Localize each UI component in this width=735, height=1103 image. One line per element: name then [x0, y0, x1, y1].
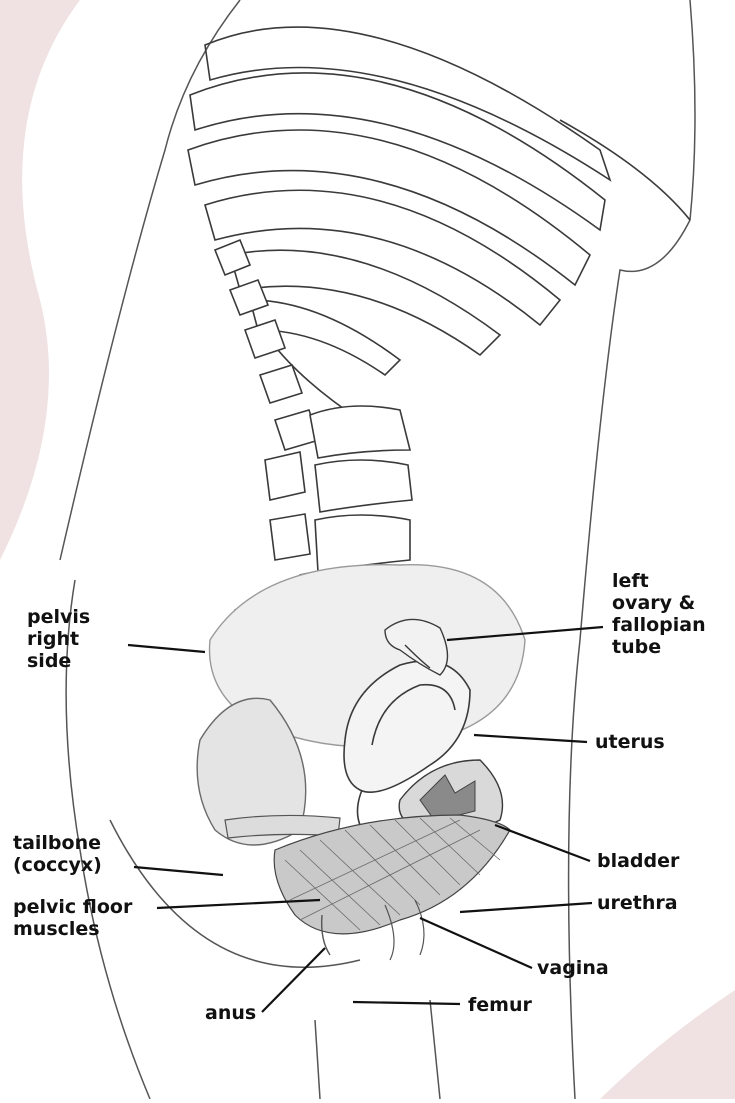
label-tailbone-coccyx: tailbone (coccyx)	[13, 832, 102, 876]
pelvic-floor-muscles	[274, 815, 510, 960]
label-line: urethra	[597, 892, 678, 914]
leader-anus	[262, 948, 325, 1012]
label-pelvis-right-side: pelvis right side	[27, 606, 90, 672]
leader-vagina	[420, 918, 532, 968]
leader-bladder	[495, 825, 590, 861]
label-line: ovary &	[612, 592, 706, 614]
leader-femur	[353, 1002, 460, 1004]
label-line: (coccyx)	[13, 854, 102, 876]
label-pelvic-floor-muscles: pelvic floor muscles	[13, 896, 132, 940]
leader-tailbone	[134, 867, 223, 875]
label-femur: femur	[468, 994, 532, 1016]
label-line: muscles	[13, 918, 132, 940]
label-line: uterus	[595, 731, 665, 753]
label-line: anus	[205, 1002, 256, 1024]
blush-shape-bottom-right	[600, 990, 735, 1099]
label-line: left	[612, 570, 706, 592]
label-line: tailbone	[13, 832, 102, 854]
label-vagina: vagina	[537, 957, 609, 979]
label-line: tube	[612, 636, 706, 658]
label-bladder: bladder	[597, 850, 679, 872]
label-line: pelvic floor	[13, 896, 132, 918]
leader-pelvis	[128, 645, 205, 652]
label-line: vagina	[537, 957, 609, 979]
label-line: side	[27, 650, 90, 672]
label-line: fallopian	[612, 614, 706, 636]
label-line: bladder	[597, 850, 679, 872]
label-line: pelvis	[27, 606, 90, 628]
label-line: femur	[468, 994, 532, 1016]
label-anus: anus	[205, 1002, 256, 1024]
leader-uterus	[474, 735, 587, 742]
label-line: right	[27, 628, 90, 650]
leader-urethra	[460, 903, 592, 912]
rib-cage	[188, 27, 690, 420]
blush-shape-top-left	[0, 0, 80, 560]
label-urethra: urethra	[597, 892, 678, 914]
label-left-ovary-fallopian-tube: left ovary & fallopian tube	[612, 570, 706, 658]
label-uterus: uterus	[595, 731, 665, 753]
